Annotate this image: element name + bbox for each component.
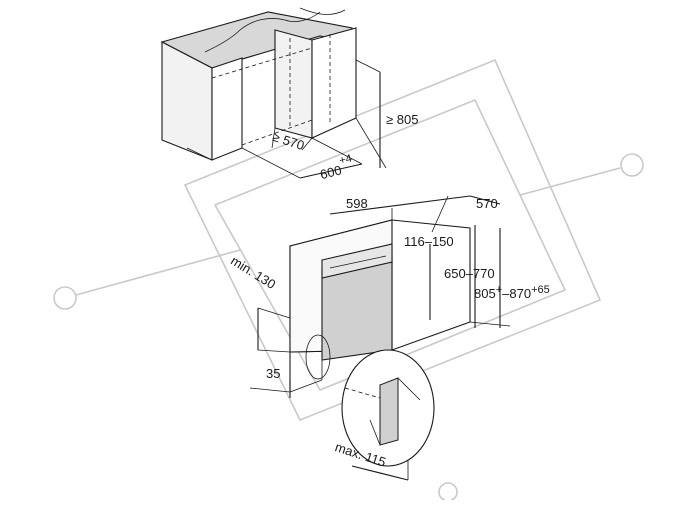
total-height-mid: –870 <box>502 286 531 301</box>
dishwasher-drawing <box>249 195 511 481</box>
foot-label: 35 <box>266 366 280 381</box>
plinth-min-label: min. 130 <box>228 253 278 292</box>
panel-range-label: 116–150 <box>404 234 454 249</box>
niche-width-label: 600 <box>318 162 343 182</box>
niche-height-label: ≥ 805 <box>386 112 418 127</box>
niche-width-tolerance: +4 <box>338 152 353 167</box>
total-height-main: 805 <box>474 286 496 301</box>
appliance-width-label: 598 <box>346 196 368 211</box>
appliance-depth-label: 570 <box>476 196 498 211</box>
total-height-sup2: +65 <box>531 284 550 296</box>
total-height-label: 805+–870+65 <box>474 284 550 301</box>
door-range-label: 650–770 <box>444 266 495 281</box>
niche-drawing <box>160 7 387 179</box>
total-height-sup1: + <box>496 284 502 296</box>
